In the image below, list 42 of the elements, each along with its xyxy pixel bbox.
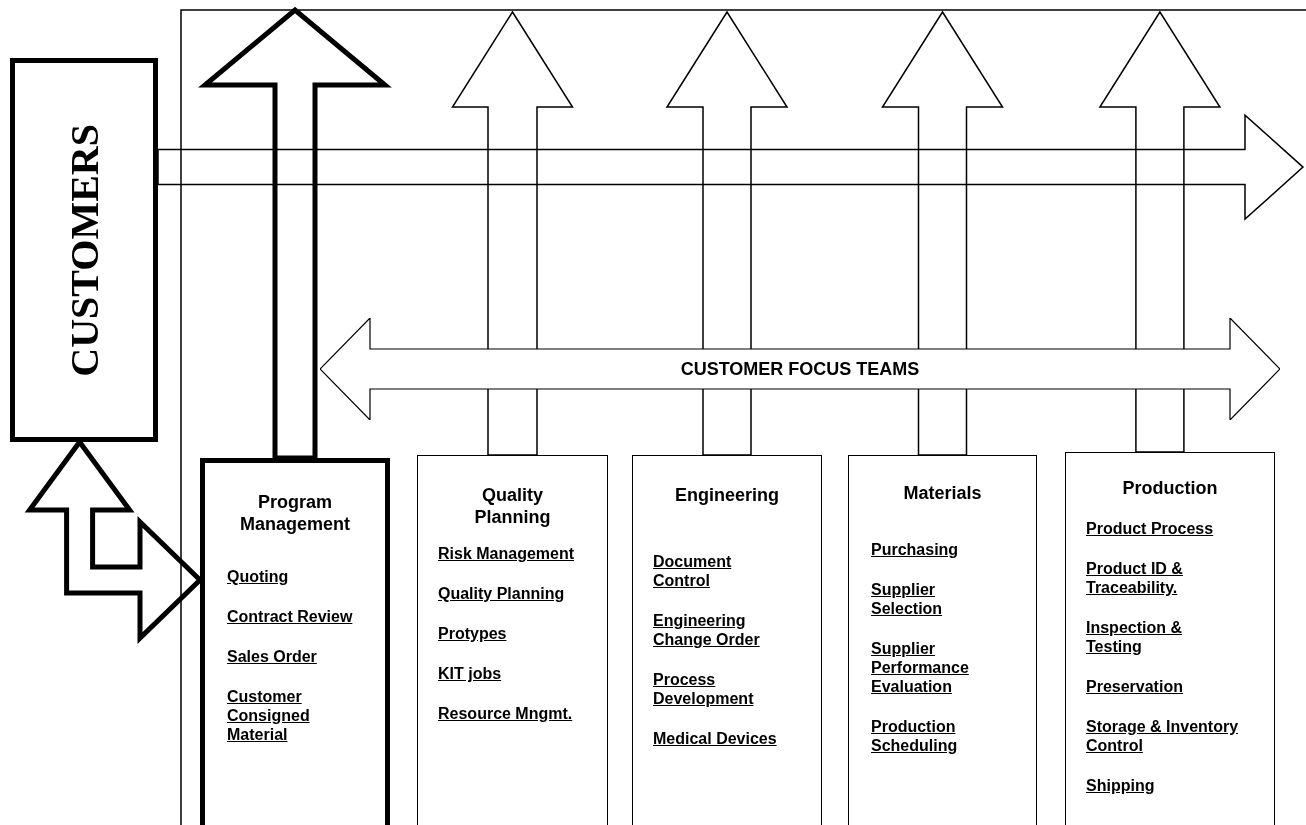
department-panel	[632, 455, 822, 825]
function-item: Quoting	[227, 567, 289, 586]
function-item: Resource Mngmt.	[438, 704, 573, 723]
function-item: Supplier Performance Evaluation	[871, 639, 970, 696]
function-item: Medical Devices	[653, 729, 777, 748]
double-arrow-banner	[320, 318, 1280, 420]
function-item: Production Scheduling	[871, 717, 959, 755]
function-item: Quality Planning	[438, 584, 565, 603]
function-item: Risk Management	[438, 544, 575, 563]
function-item: Storage & Inventory Control	[1086, 717, 1240, 755]
function-item: Sales Order	[227, 647, 317, 666]
block-arrow	[451, 10, 574, 456]
block-arrow	[157, 113, 1305, 221]
function-item: Process Development	[653, 670, 755, 708]
function-item: Shipping	[1086, 776, 1155, 795]
department-heading: Materials	[902, 482, 983, 504]
department-panel	[200, 458, 390, 825]
department-heading: Production	[1121, 477, 1219, 499]
function-item: Product ID & Traceability.	[1086, 559, 1184, 597]
department-panel	[417, 455, 608, 825]
block-arrow	[881, 10, 1004, 456]
department-heading: Program Management	[239, 491, 351, 535]
function-item: Document Control	[653, 552, 733, 590]
function-item: Inspection & Testing	[1086, 618, 1183, 656]
banner-label: CUSTOMER FOCUS TEAMS	[679, 358, 921, 380]
function-item: Supplier Selection	[871, 580, 944, 618]
function-item: Product Process	[1086, 519, 1214, 538]
department-panel	[848, 455, 1037, 825]
block-arrow	[198, 6, 392, 461]
block-arrow	[1098, 10, 1222, 453]
function-item: Purchasing	[871, 540, 959, 559]
function-item: Protypes	[438, 624, 507, 643]
department-heading: Engineering	[674, 484, 780, 506]
function-item: KIT jobs	[438, 664, 502, 683]
function-item: Preservation	[1086, 677, 1183, 696]
block-arrow	[665, 10, 789, 456]
customers-box: CUSTOMERS	[10, 58, 158, 442]
department-heading: Quality Planning	[473, 484, 552, 528]
function-item: Engineering Change Order	[653, 611, 761, 649]
function-item: Customer Consigned Material	[227, 687, 311, 744]
department-panel	[1065, 452, 1275, 825]
function-item: Contract Review	[227, 607, 353, 626]
